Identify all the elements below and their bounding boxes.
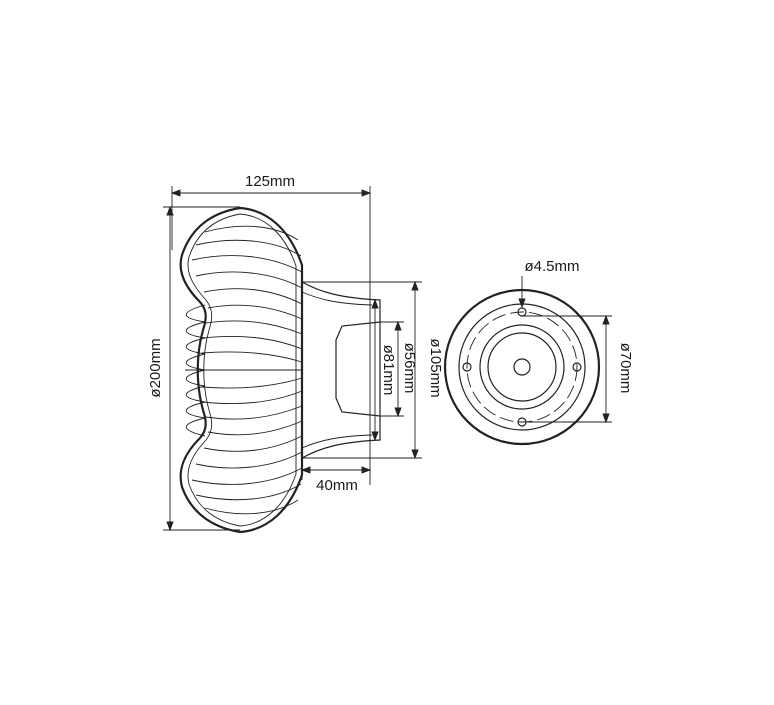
shade-cavity-folds — [185, 304, 206, 437]
depth-label: 40mm — [316, 477, 358, 494]
base-81-label: ø81mm — [380, 345, 397, 396]
dim-width — [170, 186, 372, 485]
center-hole — [513, 358, 531, 376]
dim-base-56 — [380, 320, 404, 418]
width-label: 125mm — [245, 173, 295, 190]
hole-spacing-label: ø70mm — [617, 343, 634, 394]
mount-hole-right — [572, 362, 582, 372]
base-plate-outer — [443, 288, 601, 446]
hole-label: ø4.5mm — [524, 258, 579, 275]
base-plate-ring-3 — [487, 332, 557, 402]
dim-hole-spacing — [522, 314, 612, 424]
base-56-label: ø56mm — [401, 343, 418, 394]
dim-height — [163, 205, 240, 532]
dim-base-105 — [302, 280, 422, 460]
shade-inner-outline — [187, 213, 297, 527]
base-plate-hole-pattern — [466, 311, 578, 423]
dim-hole-leader — [518, 276, 526, 309]
height-label: ø200mm — [147, 338, 164, 397]
base-inner-line — [301, 291, 373, 306]
base-105-label: ø105mm — [427, 338, 444, 397]
shade-outer-outline — [179, 206, 304, 534]
base-plate-ring-1 — [458, 303, 586, 431]
front-view: ø4.5mm ø70mm — [443, 258, 634, 446]
side-view: 125mm ø200mm ø105mm ø81mm — [147, 173, 444, 534]
base-plate-ring-2 — [479, 324, 565, 410]
base-inner-step — [335, 321, 381, 417]
base-profile — [301, 281, 381, 459]
dim-depth — [300, 458, 372, 480]
mount-hole-left — [462, 362, 472, 372]
dim-base-81 — [371, 298, 379, 442]
base-inner-line-bottom — [301, 434, 373, 449]
